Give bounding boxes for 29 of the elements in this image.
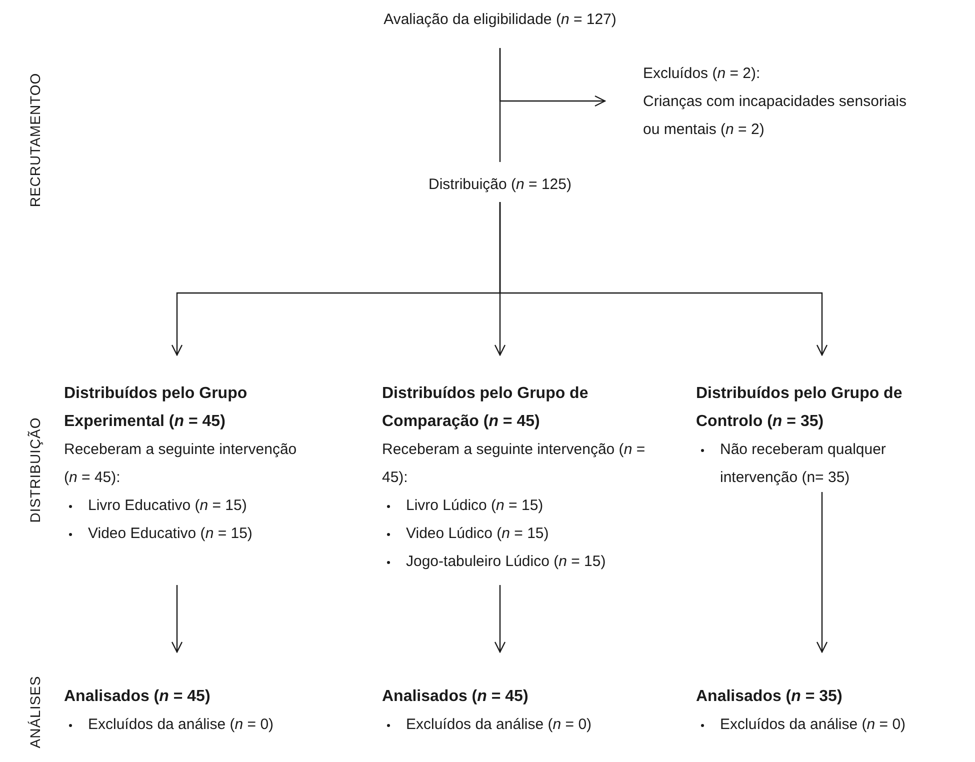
list-item: Excluídos da análise (n = 0): [64, 711, 364, 739]
section-label: DISTRIBUIÇÃO: [27, 417, 43, 523]
step-text: Receberam a seguinte intervenção (n = 45):: [382, 440, 646, 488]
arrow: [816, 492, 828, 653]
arrow: [171, 585, 183, 653]
list-item: Video Educativo (n = 15): [64, 520, 314, 548]
list-item: Excluídos da análise (n = 0): [382, 711, 682, 739]
section-label: RECRUTAMENTOO: [27, 72, 43, 208]
group-heading: Analisados (n = 45): [382, 687, 530, 707]
group-heading: Distribuídos pelo Grupo de Controlo (n = 35): [696, 384, 904, 432]
section-label: ANÁLISES: [27, 676, 43, 748]
step-text: Crianças com incapacidades sensoriais ou mentais (n = 2): [643, 92, 908, 140]
list-item: Excluídos da análise (n = 0): [696, 711, 975, 739]
step-text: Excluídos (n = 2):: [643, 64, 762, 84]
step-text: Distribuição (n = 125): [428, 175, 572, 195]
list-item: Video Lúdico (n = 15): [382, 520, 657, 548]
group-heading: Analisados (n = 35): [696, 687, 844, 707]
list-item: Livro Educativo (n = 15): [64, 492, 314, 520]
group-heading: Distribuídos pelo Grupo Experimental (n = 45): [64, 384, 248, 432]
list-item: Não receberam qualquer intervenção (n= 35): [696, 436, 958, 492]
arrow: [494, 585, 506, 653]
group-heading: Distribuídos pelo Grupo de Comparação (n = 45): [382, 384, 590, 432]
group-heading: Analisados (n = 45): [64, 687, 212, 707]
arrow: [499, 48, 606, 107]
arrow: [499, 202, 828, 356]
list-item: Jogo-tabuleiro Lúdico (n = 15): [382, 548, 657, 576]
step-text: Avaliação da eligibilidade (n = 127): [382, 10, 618, 30]
step-text: Receberam a seguinte intervenção (n = 45):: [64, 440, 298, 488]
list-item: Livro Lúdico (n = 15): [382, 492, 657, 520]
